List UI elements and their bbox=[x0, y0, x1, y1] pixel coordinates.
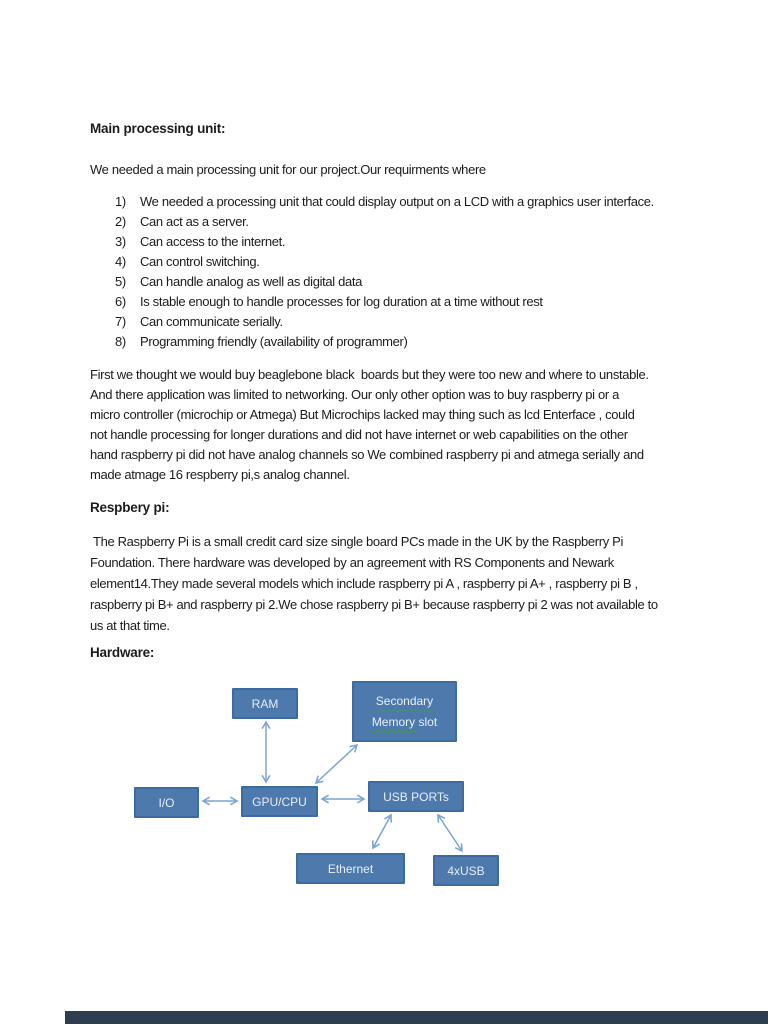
paragraph-raspberry-pi: The Raspberry Pi is a small credit card … bbox=[90, 531, 658, 636]
requirements-list: 1) We needed a processing unit that could… bbox=[0, 192, 768, 352]
diagram-node-io: I/O bbox=[134, 787, 199, 818]
paragraph-line: not handle processing for longer duratio… bbox=[90, 427, 628, 442]
diagram-node-ethernet: Ethernet bbox=[296, 853, 405, 884]
list-item-number: 8) bbox=[115, 334, 126, 349]
diagram-arrow-usb-ports-ethernet bbox=[372, 813, 392, 850]
list-item: 4) Can control switching. bbox=[0, 252, 768, 272]
bottom-dark-bar bbox=[65, 1011, 768, 1024]
diagram-node-label: RAM bbox=[251, 696, 279, 711]
diagram-node-label: I/O bbox=[158, 795, 175, 810]
list-item: 6) Is stable enough to handle processes f… bbox=[0, 292, 768, 312]
list-item-number: 1) bbox=[115, 194, 126, 209]
diagram-node-label: USB PORTs bbox=[383, 789, 449, 804]
paragraph-line: us at that time. bbox=[90, 618, 170, 633]
list-item-number: 7) bbox=[115, 314, 126, 329]
paragraph-beaglebone: First we thought we would buy beaglebone… bbox=[90, 365, 649, 485]
list-item: 8) Programming friendly (availability of … bbox=[0, 332, 768, 352]
list-item-text: Can control switching. bbox=[140, 254, 260, 269]
diagram-arrow-gpu-cpu-secondary-memory-slot bbox=[314, 743, 359, 785]
diagram-node-label: 4xUSB bbox=[447, 863, 485, 878]
list-item-number: 4) bbox=[115, 254, 126, 269]
list-item-text: Can handle analog as well as digital dat… bbox=[140, 274, 362, 289]
diagram-node-gpu-cpu: GPU/CPU bbox=[241, 786, 318, 817]
diagram-arrow-usb-ports-4xusb bbox=[437, 813, 463, 853]
heading-main-processing-unit: Main processing unit: bbox=[90, 121, 226, 136]
paragraph-line: Foundation. There hardware was developed… bbox=[90, 555, 614, 570]
paragraph-line: micro controller (microchip or Atmega) B… bbox=[90, 407, 635, 422]
list-item-text: Can access to the internet. bbox=[140, 234, 286, 249]
paragraph-line: First we thought we would buy beaglebone… bbox=[90, 367, 649, 382]
heading-raspberry-pi: Respbery pi: bbox=[90, 500, 170, 515]
paragraph-line: hand raspberry pi did not have analog ch… bbox=[90, 447, 644, 462]
diagram-node-4xusb: 4xUSB bbox=[433, 855, 499, 886]
diagram-node-label: GPU/CPU bbox=[252, 794, 307, 809]
heading-hardware: Hardware: bbox=[90, 645, 155, 660]
list-item-text: We needed a processing unit that could d… bbox=[140, 194, 654, 209]
paragraph-line: raspberry pi B+ and raspberry pi 2.We ch… bbox=[90, 597, 658, 612]
intro-paragraph: We needed a main processing unit for our… bbox=[90, 162, 486, 177]
paragraph-line: And there application was limited to net… bbox=[90, 387, 619, 402]
list-item-number: 2) bbox=[115, 214, 126, 229]
list-item-text: Programming friendly (availability of pr… bbox=[140, 334, 408, 349]
diagram-node-label: Memory slot bbox=[371, 715, 438, 729]
list-item: 5) Can handle analog as well as digital d… bbox=[0, 272, 768, 292]
list-item-text: Can act as a server. bbox=[140, 214, 249, 229]
diagram-node-label: Ethernet bbox=[327, 861, 374, 876]
paragraph-line: The Raspberry Pi is a small credit card … bbox=[90, 534, 623, 549]
list-item-text: Can communicate serially. bbox=[140, 314, 283, 329]
list-item-number: 5) bbox=[115, 274, 126, 289]
list-item-number: 6) bbox=[115, 294, 126, 309]
paragraph-line: element14.They made several models which… bbox=[90, 576, 638, 591]
list-item-number: 3) bbox=[115, 234, 126, 249]
diagram-node-label: Secondary bbox=[375, 694, 434, 708]
list-item: 1) We needed a processing unit that could… bbox=[0, 192, 768, 212]
diagram-node-usb-ports: USB PORTs bbox=[368, 781, 464, 812]
list-item: 3) Can access to the internet. bbox=[0, 232, 768, 252]
diagram-node-ram: RAM bbox=[232, 688, 298, 719]
list-item: 2) Can act as a server. bbox=[0, 212, 768, 232]
list-item-text: Is stable enough to handle processes for… bbox=[140, 294, 543, 309]
list-item: 7) Can communicate serially. bbox=[0, 312, 768, 332]
paragraph-line: made atmage 16 respberry pi,s analog cha… bbox=[90, 467, 350, 482]
